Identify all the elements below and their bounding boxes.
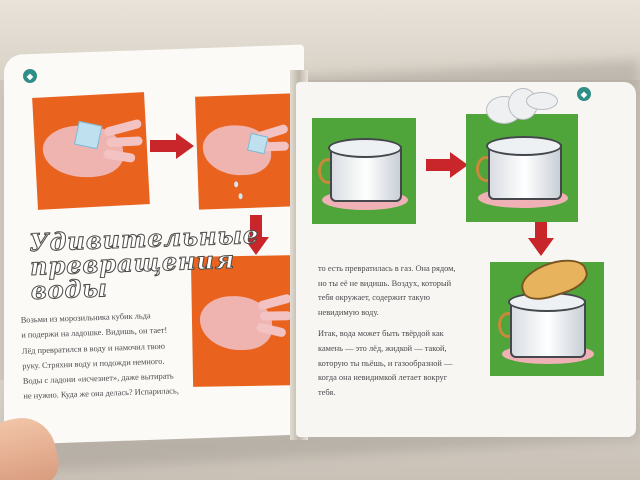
left-body-text: Возьми из морозильника кубик льда и поде… — [20, 311, 180, 402]
page-number-badge-right: ◆ — [577, 87, 591, 101]
page-heading: Удивительные превращения воды — [28, 219, 260, 305]
panel-hand-ice-cube — [32, 92, 150, 210]
ice-cube-icon — [73, 120, 103, 150]
arrow-down-icon — [243, 215, 269, 255]
pot-rim — [486, 136, 562, 156]
panel-boiling-pot — [466, 114, 578, 222]
arrow-right-icon — [150, 133, 194, 159]
pot-rim — [328, 138, 402, 158]
right-body-text-1: то есть превратилась в газ. Она рядом, н… — [318, 264, 456, 317]
water-drop-icon — [238, 193, 243, 200]
finger-shape — [103, 118, 143, 138]
arrow-down-icon — [528, 222, 554, 256]
right-body-text-2: Итак, вода может быть твёрдой как камень… — [318, 329, 453, 398]
steam-icon — [526, 92, 558, 110]
arrow-right-icon — [426, 152, 468, 178]
panel-ice-melting — [195, 93, 296, 210]
finger-shape — [106, 136, 143, 148]
panel-pot-of-water — [312, 118, 416, 224]
water-drop-icon — [234, 181, 239, 188]
page-number-badge-left: ◆ — [23, 69, 37, 83]
